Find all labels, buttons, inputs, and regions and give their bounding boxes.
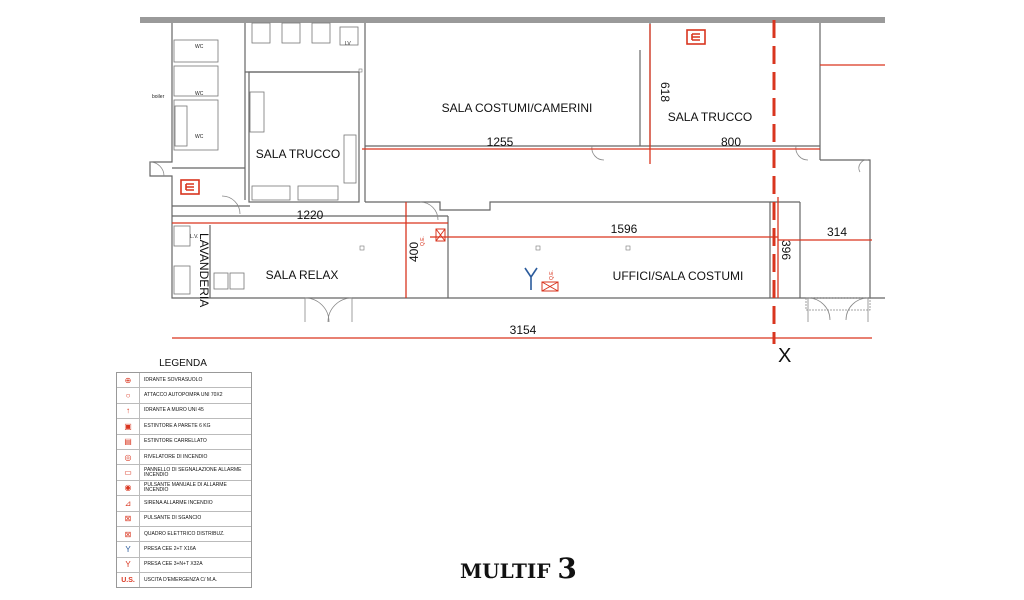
- legend-label: SIRENA ALLARME INCENDIO: [144, 499, 213, 506]
- bathroom-stalls: [173, 22, 359, 295]
- electrical-panel-icon: [435, 228, 559, 292]
- room-sala-trucco-right: SALA TRUCCO: [668, 110, 752, 124]
- legend-label: PRESA CEE 2+T x16A: [144, 545, 197, 552]
- legend-row: ⊠ QUADRO ELETTRICO DISTRIBUZ.: [117, 526, 251, 543]
- legend-label: ATTACCO AUTOPOMPA UNI 70x2: [144, 392, 223, 399]
- dim-396: 396: [779, 240, 793, 260]
- legend-row: ↑ IDRANTE A MURO UNI 45: [117, 403, 251, 420]
- legend-row: ◎ RIVELATORE DI INCENDIO: [117, 449, 251, 466]
- legend-row: ⊿ SIRENA ALLARME INCENDIO: [117, 496, 251, 512]
- legend-row: Y PRESA CEE 2+T x16A: [117, 542, 251, 558]
- quadro-elettrico-icon: ⊠: [117, 526, 140, 542]
- doors: [149, 145, 871, 323]
- dim-3154: 3154: [510, 323, 537, 337]
- legend-title: LEGENDA: [159, 358, 207, 369]
- pulsante-manuale-icon: ◉: [117, 480, 140, 496]
- dim-1596: 1596: [611, 222, 638, 236]
- dim-1255: 1255: [487, 135, 514, 149]
- walls: [149, 23, 885, 299]
- legend-row: ⊠ PULSANTE DI SGANCIO: [117, 511, 251, 527]
- uscita-emergenza-icon: U.S.: [117, 573, 140, 588]
- sirena-icon: ⊿: [117, 496, 140, 511]
- legend-label: RIVELATORE DI INCENDIO: [144, 453, 208, 460]
- legend-row: ◉ PULSANTE MANUALE DI ALLARME INCENDIO: [117, 480, 251, 497]
- dim-400: 400: [407, 242, 421, 262]
- dimension-lines: [172, 24, 885, 339]
- brand-name: MULTIF: [460, 559, 551, 583]
- dim-314: 314: [827, 225, 847, 239]
- wc-label-1: WC: [195, 44, 204, 50]
- brand-number: 3: [557, 552, 577, 585]
- idrante-sovrasuolo-icon: ⊕: [117, 373, 140, 388]
- presa-cee-16a-icon: Y: [117, 542, 140, 557]
- brand-logo: MULTIF 3: [460, 552, 577, 585]
- qe-label-1: Q.E.: [420, 236, 426, 246]
- rivelatore-icon: ◎: [117, 449, 140, 465]
- lv-label: LV: [345, 41, 351, 47]
- qe-label-2: Q.E.: [549, 270, 555, 280]
- room-uffici: UFFICI/SALA COSTUMI: [613, 269, 744, 283]
- dim-1220: 1220: [297, 208, 324, 222]
- legend-row: Y PRESA CEE 3+N+T x32A: [117, 557, 251, 574]
- room-lavanderia: LAVANDERIA: [197, 233, 211, 307]
- legend-label: IDRANTE A MURO UNI 45: [144, 407, 204, 414]
- section-marker: X: [778, 345, 791, 367]
- estintore-carrellato-icon: ▤: [117, 434, 140, 449]
- dim-618: 618: [658, 82, 672, 102]
- estintore-parete-icon: ▣: [117, 419, 140, 434]
- legend-label: PRESA CEE 3+N+T x32A: [144, 561, 203, 568]
- legend-label: ESTINTORE CARRELLATO: [144, 438, 207, 445]
- legend-row: ▤ ESTINTORE CARRELLATO: [117, 434, 251, 450]
- legend-label: ESTINTORE A PARETE 6 kg: [144, 422, 211, 429]
- wc-label-3: WC: [195, 134, 204, 140]
- legend-label: USCITA D'EMERGENZA c/ M.A.: [144, 576, 218, 583]
- attacco-autopompa-icon: ○: [117, 388, 140, 403]
- room-sala-trucco-left: SALA TRUCCO: [256, 147, 340, 161]
- legend-label: PANNELLO DI SEGNALAZIONE ALLARME INCENDI…: [144, 466, 242, 478]
- pulsante-sgancio-icon: ⊠: [117, 511, 140, 526]
- detector-markers: [358, 68, 631, 251]
- legend-label: PULSANTE DI SGANCIO: [144, 515, 202, 522]
- room-sala-costumi-camerini: SALA COSTUMI/CAMERINI: [442, 101, 593, 115]
- legend-label: QUADRO ELETTRICO DISTRIBUZ.: [144, 530, 225, 537]
- dim-800: 800: [721, 135, 741, 149]
- legend-row: ▭ PANNELLO DI SEGNALAZIONE ALLARME INCEND…: [117, 465, 251, 481]
- extinguisher-icon: [180, 179, 200, 195]
- legend-row: ▣ ESTINTORE A PARETE 6 kg: [117, 419, 251, 435]
- legend-label: PULSANTE MANUALE DI ALLARME INCENDIO: [144, 481, 227, 493]
- top-wall: [140, 17, 885, 23]
- room-sala-relax: SALA RELAX: [266, 268, 339, 282]
- lv-label-2: L.V.: [190, 234, 198, 240]
- idrante-muro-icon: ↑: [117, 403, 140, 419]
- legend-row: U.S. USCITA D'EMERGENZA c/ M.A.: [117, 573, 251, 588]
- legend-table: ⊕ IDRANTE SOVRASUOLO ○ ATTACCO AUTOPOMPA UN…: [116, 372, 252, 589]
- socket-icon: [524, 267, 538, 290]
- wc-label-2: WC: [195, 91, 204, 97]
- presa-cee-32a-icon: Y: [117, 557, 140, 573]
- legend-label: IDRANTE SOVRASUOLO: [144, 376, 203, 383]
- legend-row: ○ ATTACCO AUTOPOMPA UNI 70x2: [117, 388, 251, 404]
- extinguisher-icon: [686, 29, 706, 45]
- pannello-segnalazione-icon: ▭: [117, 465, 140, 480]
- boiler-label: boiler: [152, 94, 165, 100]
- legend-row: ⊕ IDRANTE SOVRASUOLO: [117, 373, 251, 389]
